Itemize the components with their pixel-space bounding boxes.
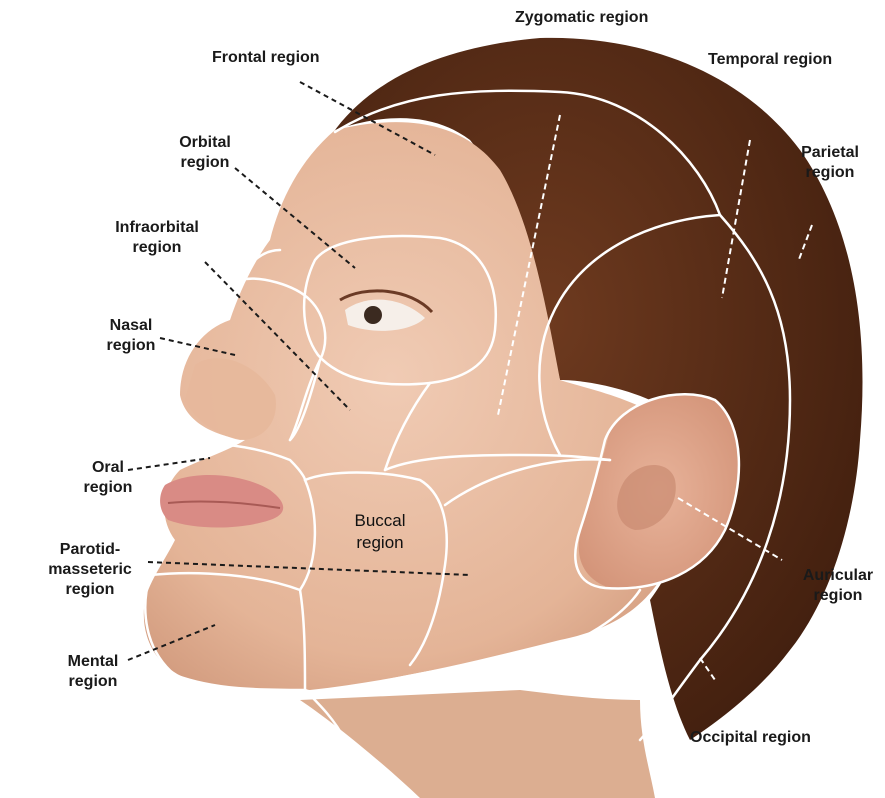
- label-frontal-text: Frontal region: [212, 48, 320, 68]
- label-oral-line2: region: [82, 478, 134, 498]
- label-mental: Mental region: [58, 652, 128, 692]
- label-nasal: Nasal region: [100, 316, 162, 356]
- label-parotid-masseteric: Parotid- masseteric region: [35, 540, 145, 600]
- label-mental-line2: region: [58, 672, 128, 692]
- label-auricular-line2: region: [792, 586, 884, 606]
- label-frontal: Frontal region: [212, 48, 320, 68]
- neck-shape: [300, 690, 655, 798]
- label-occipital: Occipital region: [690, 728, 811, 748]
- label-infraorbital-line2: region: [102, 238, 212, 258]
- label-buccal: Buccal region: [335, 510, 425, 554]
- label-parietal-line1: Parietal: [790, 143, 870, 163]
- label-parotid-line3: region: [35, 580, 145, 600]
- label-parietal: Parietal region: [790, 143, 870, 183]
- label-occipital-text: Occipital region: [690, 728, 811, 748]
- label-zygomatic: Zygomatic region: [515, 8, 648, 28]
- label-temporal-text: Temporal region: [708, 50, 832, 70]
- label-infraorbital-line1: Infraorbital: [102, 218, 212, 238]
- label-parietal-line2: region: [790, 163, 870, 183]
- label-infraorbital: Infraorbital region: [102, 218, 212, 258]
- label-oral-line1: Oral: [82, 458, 134, 478]
- label-buccal-line1: Buccal: [335, 510, 425, 532]
- label-parotid-line2: masseteric: [35, 560, 145, 580]
- label-nasal-line1: Nasal: [100, 316, 162, 336]
- label-mental-line1: Mental: [58, 652, 128, 672]
- label-nasal-line2: region: [100, 336, 162, 356]
- label-zygomatic-text: Zygomatic region: [515, 8, 648, 28]
- label-orbital-line2: region: [170, 153, 240, 173]
- label-oral: Oral region: [82, 458, 134, 498]
- label-orbital-line1: Orbital: [170, 133, 240, 153]
- label-parotid-line1: Parotid-: [35, 540, 145, 560]
- label-auricular-line1: Auricular: [792, 566, 884, 586]
- label-buccal-line2: region: [335, 532, 425, 554]
- label-auricular: Auricular region: [792, 566, 884, 606]
- label-orbital: Orbital region: [170, 133, 240, 173]
- label-temporal: Temporal region: [708, 50, 832, 70]
